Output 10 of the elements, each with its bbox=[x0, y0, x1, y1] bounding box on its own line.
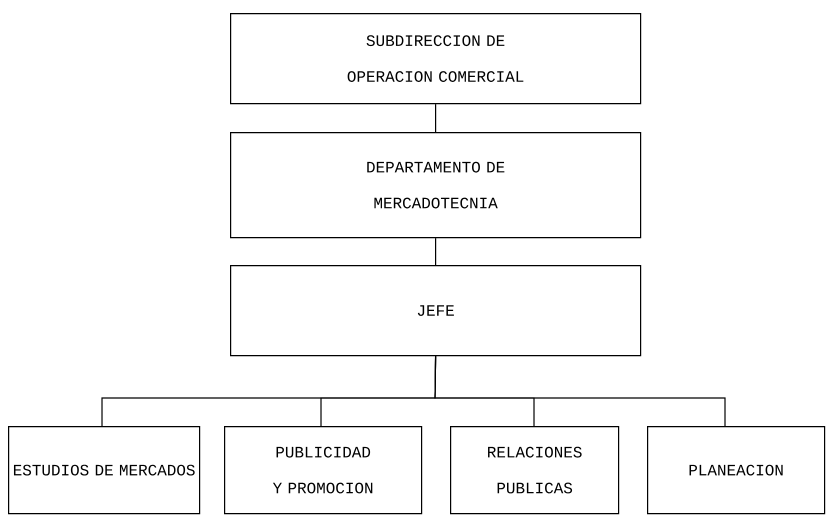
org-box: PLANEACION bbox=[647, 426, 826, 514]
org-box: RELACIONES PUBLICAS bbox=[450, 426, 620, 514]
org-box: DEPARTAMENTO DE MERCADOTECNIA bbox=[230, 132, 642, 238]
connector-line bbox=[434, 356, 726, 426]
org-box: PUBLICIDAD Y PROMOCION bbox=[224, 426, 422, 514]
org-box: SUBDIRECCION DE OPERACION COMERCIAL bbox=[230, 13, 642, 104]
org-box: JEFE bbox=[230, 265, 642, 356]
org-box: ESTUDIOS DE MERCADOS bbox=[8, 426, 200, 514]
connector-line bbox=[435, 238, 436, 265]
connector-line bbox=[435, 104, 436, 132]
